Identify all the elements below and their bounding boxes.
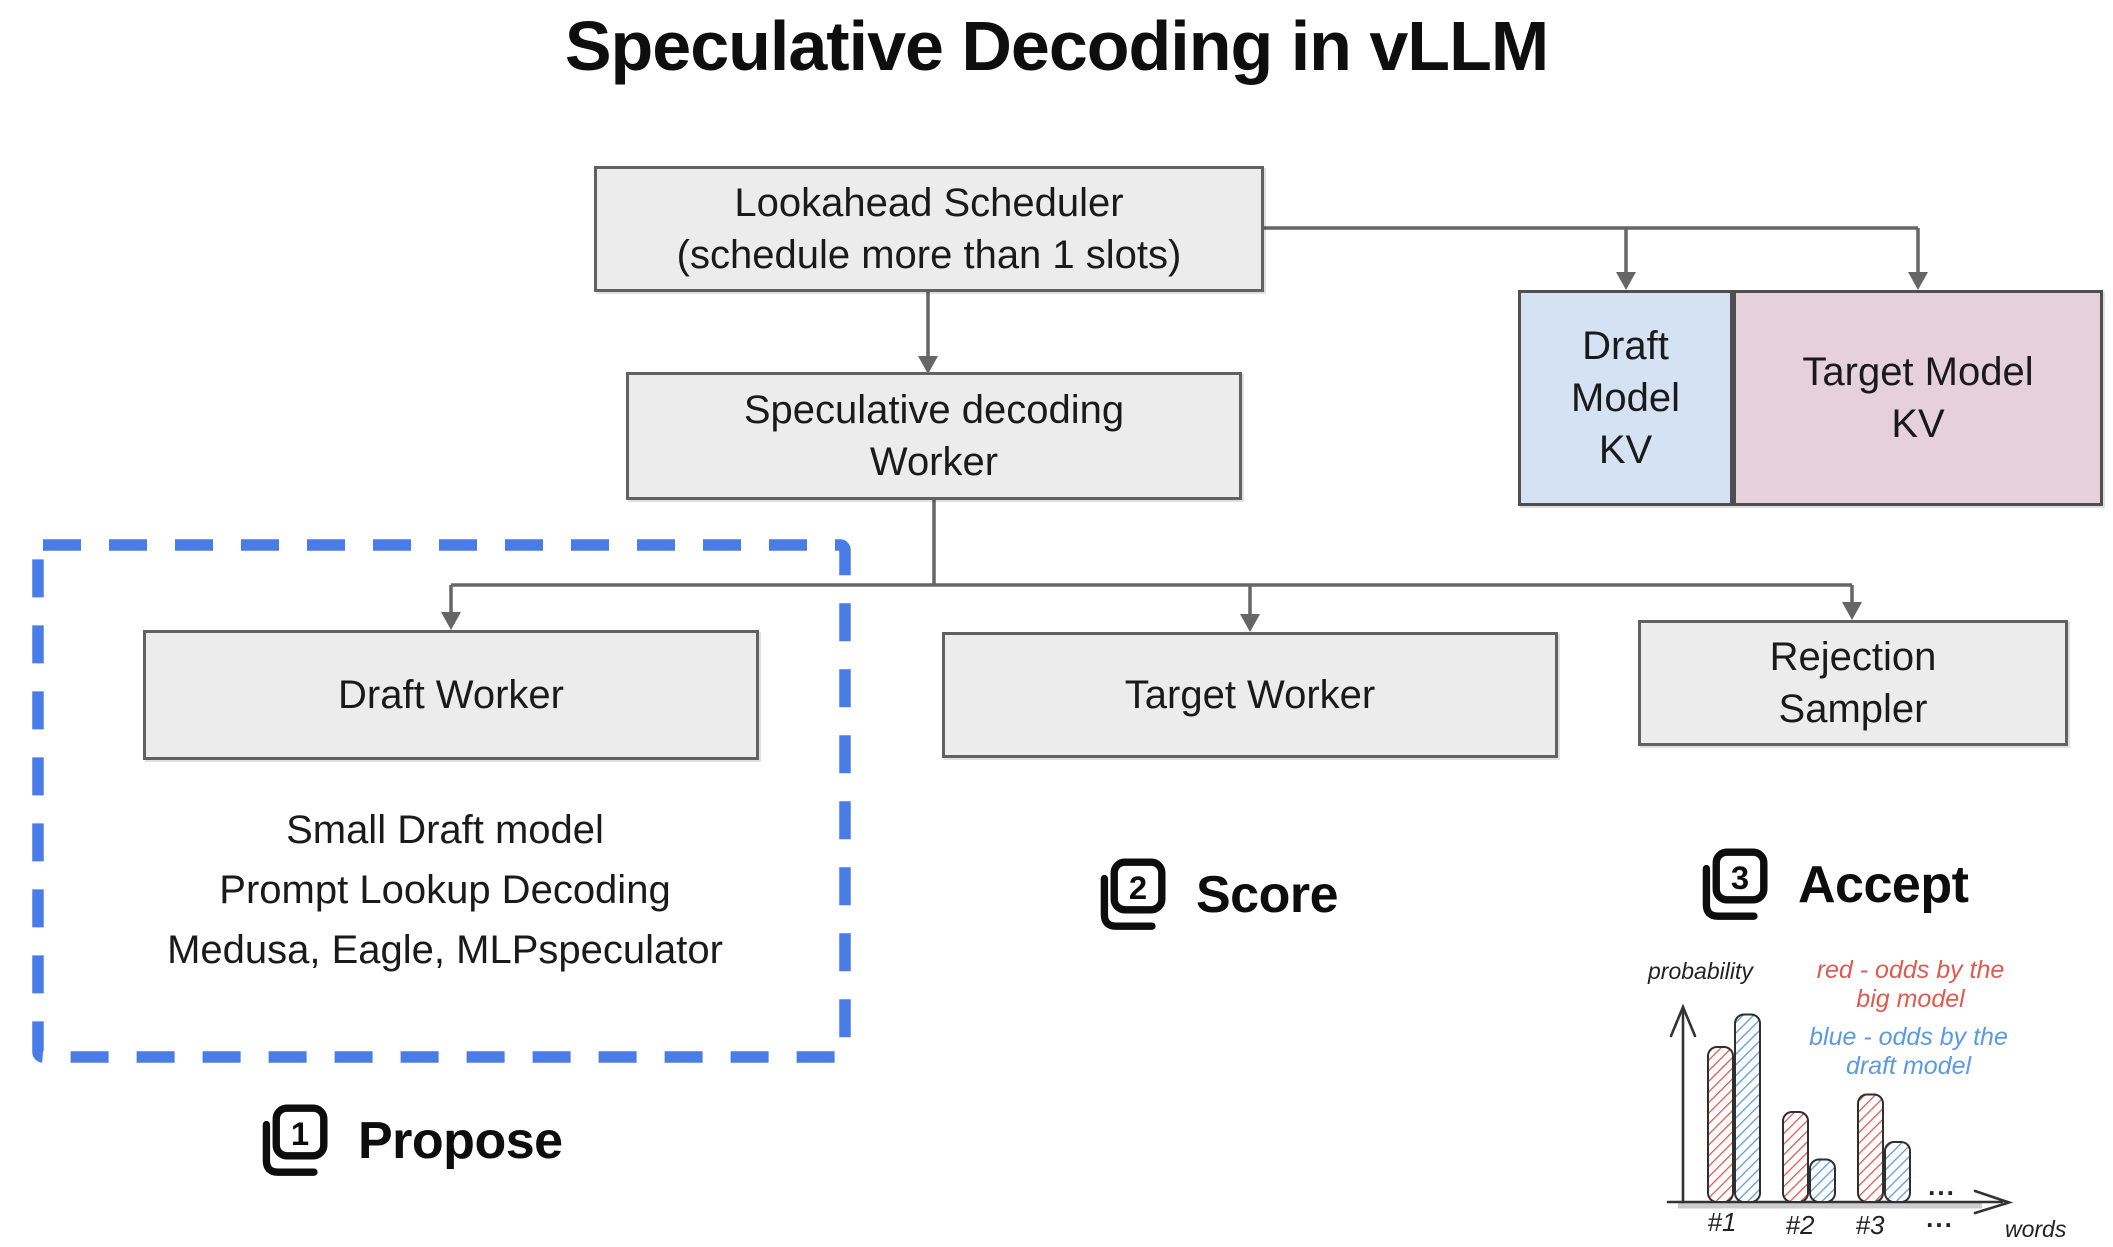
propose-group-dashed-border <box>32 539 851 1063</box>
filter-3-icon: 3 <box>1702 848 1768 920</box>
node-lookahead-scheduler: Lookahead Scheduler (schedule more than … <box>594 166 1264 292</box>
arrowhead-draftkv <box>1616 272 1636 290</box>
arrowhead-draftworker <box>441 612 461 630</box>
ellipsis-bottom: ... <box>1926 1203 1954 1233</box>
tick-label: #3 <box>1856 1210 1885 1240</box>
draft-worker-notes: Small Draft model Prompt Lookup Decoding… <box>167 808 723 972</box>
bar-blue-#2 <box>1809 1158 1836 1203</box>
arrowhead-rejection <box>1842 602 1862 620</box>
node-target-model-kv: Target Model KV <box>1733 290 2103 506</box>
arrowhead-targetworker <box>1240 614 1260 632</box>
bar-blue-#1 <box>1734 1013 1761 1203</box>
filter-1-icon: 1 <box>262 1104 328 1176</box>
step-label: Propose <box>358 1112 563 1170</box>
x-axis-arrowhead <box>1973 1189 2014 1215</box>
node-speculative-decoding-worker: Speculative decoding Worker <box>626 372 1242 500</box>
legend-blue-series: blue - odds by the draft model <box>1809 1023 2008 1080</box>
legend-red-series: red - odds by the big model <box>1816 956 2005 1013</box>
node-rejection-sampler: Rejection Sampler <box>1638 620 2068 746</box>
chart-x-axis-label: words <box>2005 1216 2067 1242</box>
arrowhead-targetkv <box>1908 272 1928 290</box>
y-axis-arrowhead <box>1669 1003 1697 1038</box>
step-number: 1 <box>291 1115 309 1152</box>
bar-red-#2 <box>1782 1111 1809 1203</box>
page-title: Speculative Decoding in vLLM <box>564 7 1549 85</box>
bar-red-#1 <box>1707 1046 1734 1203</box>
arrowhead-worker <box>918 356 938 374</box>
ellipsis-top: ... <box>1928 1171 1956 1201</box>
step-label: Accept <box>1798 856 1969 914</box>
chart-bars <box>1707 1013 1911 1203</box>
step-number: 3 <box>1731 859 1749 896</box>
node-target-worker: Target Worker <box>942 632 1558 758</box>
chart-tick-labels: #1 #2 #3 ... ... <box>1708 1171 1956 1240</box>
step-accept: 3 Accept <box>1690 844 1969 926</box>
step-number: 2 <box>1129 869 1147 906</box>
bar-red-#3 <box>1857 1093 1884 1203</box>
chart-y-axis-label: probability <box>1648 958 1753 984</box>
probability-bar-chart: #1 #2 #3 ... ... <box>1666 1003 2014 1240</box>
tick-label: #1 <box>1708 1207 1737 1237</box>
tick-label: #2 <box>1786 1210 1815 1240</box>
node-draft-worker: Draft Worker <box>143 630 759 760</box>
step-score: 2 Score <box>1088 854 1339 936</box>
step-propose: 1 Propose <box>250 1100 563 1182</box>
step-label: Score <box>1196 866 1339 924</box>
connectors <box>449 226 1920 616</box>
bar-blue-#3 <box>1884 1141 1911 1203</box>
arrowheads <box>441 272 1928 632</box>
filter-2-icon: 2 <box>1100 858 1166 930</box>
node-draft-model-kv: Draft Model KV <box>1518 290 1733 506</box>
